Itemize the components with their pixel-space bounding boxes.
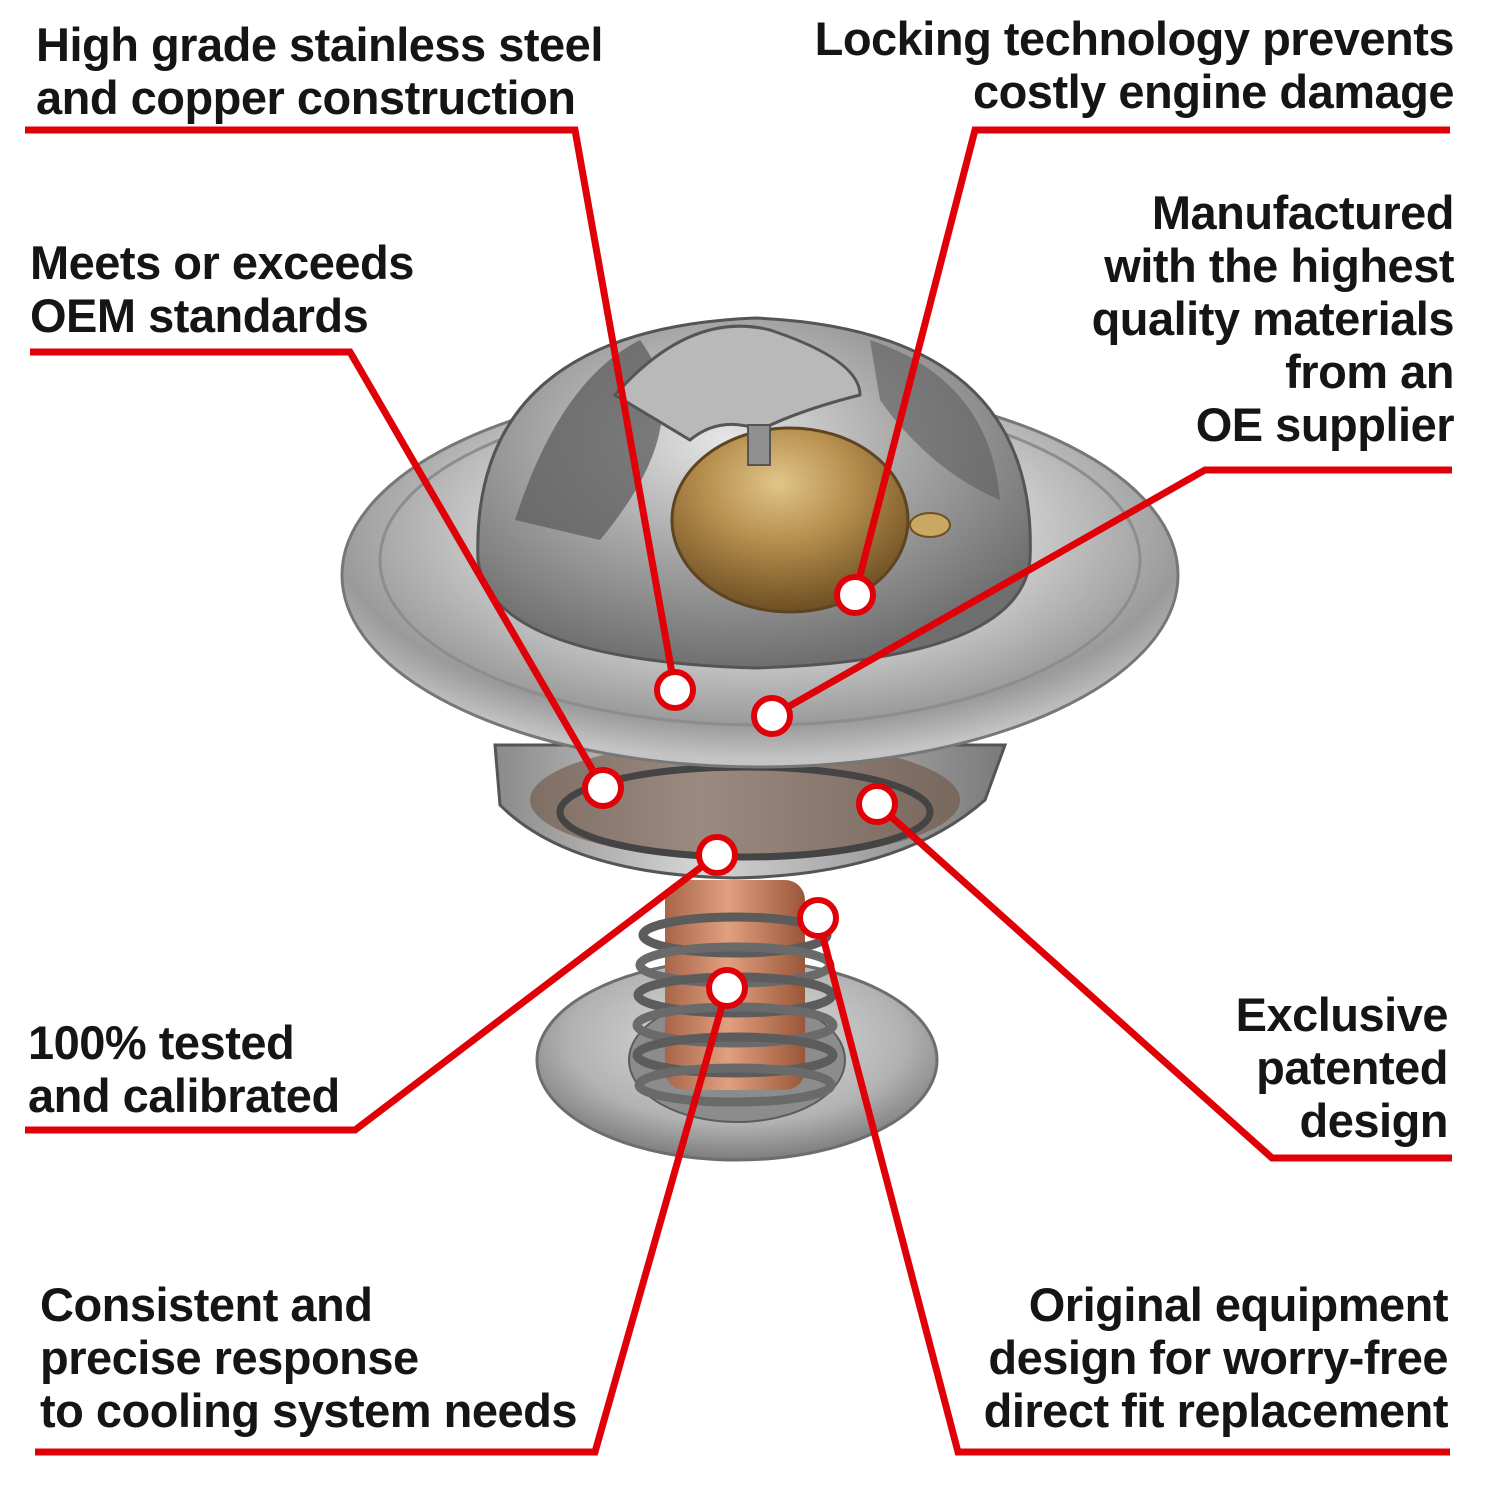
leader-line-patented bbox=[874, 801, 1452, 1162]
callout-direct-fit-line-1: Original equipment bbox=[1028, 1278, 1449, 1331]
callout-manufactured-line-5: OE supplier bbox=[1195, 398, 1455, 451]
callout-response-line-1: Consistent and bbox=[40, 1278, 373, 1331]
marker-dot-tested bbox=[696, 834, 738, 876]
callout-manufactured-line-3: quality materials bbox=[1091, 292, 1455, 345]
lower-bridge-frame bbox=[493, 740, 1008, 880]
callout-direct-fit: Original equipment design for worry-free… bbox=[983, 1278, 1449, 1437]
callout-patented-line-2: patented bbox=[1256, 1041, 1448, 1094]
leader-line-response bbox=[35, 987, 731, 1456]
callout-response-line-2: precise response bbox=[40, 1331, 419, 1384]
marker-dot-oem bbox=[582, 767, 624, 809]
callout-manufactured: Manufactured with the highest quality ma… bbox=[1091, 186, 1455, 451]
leader-line-materials bbox=[25, 126, 679, 691]
callout-manufactured-line-4: from an bbox=[1285, 345, 1454, 398]
callout-tested: 100% tested and calibrated bbox=[28, 1016, 340, 1122]
callout-oem-line-1: Meets or exceeds bbox=[30, 236, 414, 289]
callout-oem: Meets or exceeds OEM standards bbox=[30, 236, 414, 342]
marker-dot-materials bbox=[654, 669, 696, 711]
callout-locking-line-1: Locking technology prevents bbox=[814, 12, 1455, 65]
leader-line-oem bbox=[30, 348, 607, 790]
callout-direct-fit-line-3: direct fit replacement bbox=[983, 1384, 1449, 1437]
bridge-arch bbox=[612, 324, 862, 466]
callout-locking: Locking technology prevents costly engin… bbox=[814, 12, 1455, 118]
marker-dot-locking bbox=[834, 574, 876, 616]
thermostat-illustration bbox=[340, 316, 1180, 1162]
marker-dot-response bbox=[706, 967, 748, 1009]
callout-patented-line-1: Exclusive bbox=[1235, 988, 1449, 1041]
callout-locking-line-2: costly engine damage bbox=[972, 65, 1455, 118]
callout-response-line-3: to cooling system needs bbox=[40, 1384, 577, 1437]
marker-dot-patented bbox=[856, 783, 898, 825]
brass-wax-pellet bbox=[670, 426, 951, 614]
coil-spring bbox=[632, 912, 838, 1107]
leader-line-tested bbox=[25, 852, 720, 1134]
callout-manufactured-line-1: Manufactured bbox=[1151, 186, 1455, 239]
leader-line-locking bbox=[851, 126, 1450, 596]
callout-markers bbox=[582, 574, 898, 1009]
callout-response: Consistent and precise response to cooli… bbox=[40, 1278, 577, 1437]
callout-tested-line-2: and calibrated bbox=[28, 1069, 340, 1122]
callout-direct-fit-line-2: design for worry-free bbox=[988, 1331, 1448, 1384]
callout-materials: High grade stainless steel and copper co… bbox=[36, 18, 603, 124]
marker-dot-direct-fit bbox=[797, 897, 839, 939]
callout-tested-line-1: 100% tested bbox=[28, 1016, 295, 1069]
callout-materials-line-2: and copper construction bbox=[36, 71, 576, 124]
callout-oem-line-2: OEM standards bbox=[30, 289, 369, 342]
leader-line-manufactured bbox=[770, 466, 1452, 720]
callout-patented-line-3: design bbox=[1299, 1094, 1449, 1147]
callout-patented: Exclusive patented design bbox=[1235, 988, 1449, 1147]
callout-materials-line-1: High grade stainless steel bbox=[36, 18, 603, 71]
leader-lines bbox=[25, 126, 1452, 1456]
callout-manufactured-line-2: with the highest bbox=[1104, 239, 1454, 292]
leader-line-direct-fit bbox=[814, 917, 1450, 1456]
marker-dot-manufactured bbox=[751, 695, 793, 737]
